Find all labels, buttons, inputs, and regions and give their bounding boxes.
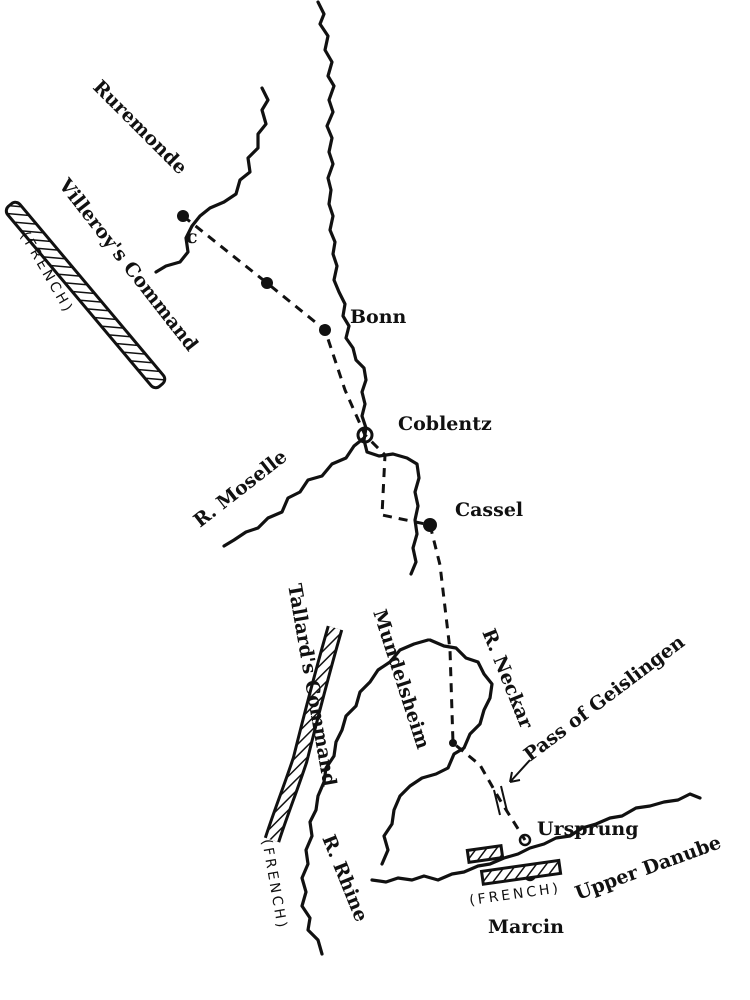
river-ruremonde bbox=[154, 86, 270, 274]
river-neckar bbox=[380, 638, 494, 866]
river-rhine-main bbox=[316, 0, 421, 576]
river-danube bbox=[370, 792, 702, 884]
pass-marker-icon bbox=[493, 785, 508, 816]
label-moselle: R. Moselle bbox=[190, 446, 292, 532]
label-rhine: R. Rhine bbox=[317, 832, 372, 925]
label-c: c bbox=[186, 226, 198, 248]
label-bonn: Bonn bbox=[350, 306, 407, 328]
label-marcin: Marcin bbox=[488, 916, 564, 938]
waypoint-bonn bbox=[319, 324, 331, 336]
marcin-bar-small bbox=[465, 843, 505, 865]
waypoint-mundelsheim bbox=[449, 739, 457, 747]
waypoint-coblentz bbox=[356, 426, 374, 444]
tallard-bar bbox=[266, 626, 341, 842]
waypoint-ursprung bbox=[518, 833, 532, 847]
label-mundelsheim: Mundelsheim bbox=[368, 607, 434, 752]
marcin-bar bbox=[479, 858, 563, 886]
label-upper-danube: Upper Danube bbox=[572, 831, 724, 904]
waypoint-cassel bbox=[423, 518, 437, 532]
river-rhine-upper bbox=[300, 638, 430, 956]
label-cassel: Cassel bbox=[455, 499, 523, 521]
label-coblentz: Coblentz bbox=[398, 413, 492, 435]
river-moselle bbox=[222, 436, 366, 548]
label-ursprung: Ursprung bbox=[537, 818, 639, 840]
villeroy-bar bbox=[4, 200, 167, 390]
label-ruremonde: Ruremonde bbox=[88, 76, 191, 179]
arrow-icon bbox=[509, 759, 531, 783]
waypoint-ruremonde bbox=[177, 210, 189, 222]
label-tallard: Tallard's Command bbox=[283, 582, 340, 788]
label-pass-geislingen: Pass of Geislingen bbox=[520, 631, 689, 766]
label-villeroy: Villeroy's Command bbox=[53, 174, 202, 356]
march-route bbox=[182, 214, 527, 841]
waypoint-mid bbox=[261, 277, 273, 289]
label-tallard-french: (FRENCH) bbox=[258, 838, 290, 932]
